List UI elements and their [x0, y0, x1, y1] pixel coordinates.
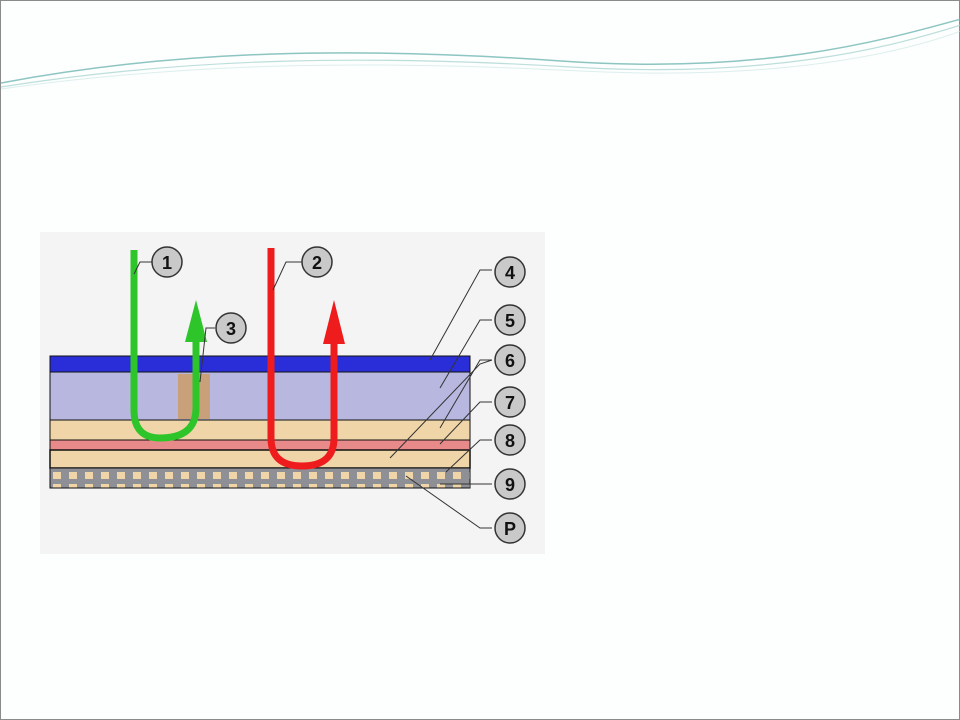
decorative-swoosh — [1, 18, 960, 90]
beam-2-red — [267, 248, 338, 470]
callout-5-label: 5 — [505, 311, 515, 331]
callout-4: 4 — [494, 256, 526, 288]
callout-1-label: 1 — [162, 253, 172, 273]
callout-p: P — [494, 512, 526, 544]
callout-9: 9 — [494, 468, 526, 500]
callout-3: 3 — [215, 312, 247, 344]
layer-6 — [49, 419, 471, 441]
callout-5: 5 — [494, 304, 526, 336]
callout-2-label: 2 — [312, 253, 322, 273]
callout-4-label: 4 — [505, 263, 515, 283]
layer-8 — [49, 449, 471, 469]
diagram-canvas: 1 2 3 4 5 6 7 — [49, 246, 526, 544]
layer-4-cover — [49, 355, 471, 373]
beam-1-arrowhead — [185, 300, 207, 342]
callout-7-label: 7 — [505, 393, 515, 413]
callout-9-label: 9 — [505, 475, 515, 495]
beam-1-green — [130, 250, 200, 442]
layer-9-substrate — [49, 467, 471, 489]
callout-6: 6 — [494, 344, 526, 376]
leader-lines — [133, 261, 493, 529]
layer-5 — [49, 371, 471, 421]
callout-2: 2 — [301, 246, 333, 278]
callout-1: 1 — [151, 246, 183, 278]
callout-p-label: P — [504, 519, 516, 539]
layer-7 — [49, 439, 471, 451]
callout-8: 8 — [494, 424, 526, 456]
callout-8-label: 8 — [505, 431, 515, 451]
disc-cross-section-diagram: 1 2 3 4 5 6 7 — [40, 232, 545, 554]
beam-2-arrowhead — [323, 300, 345, 344]
callout-7: 7 — [494, 386, 526, 418]
callout-6-label: 6 — [505, 351, 515, 371]
callout-3-label: 3 — [226, 319, 236, 339]
